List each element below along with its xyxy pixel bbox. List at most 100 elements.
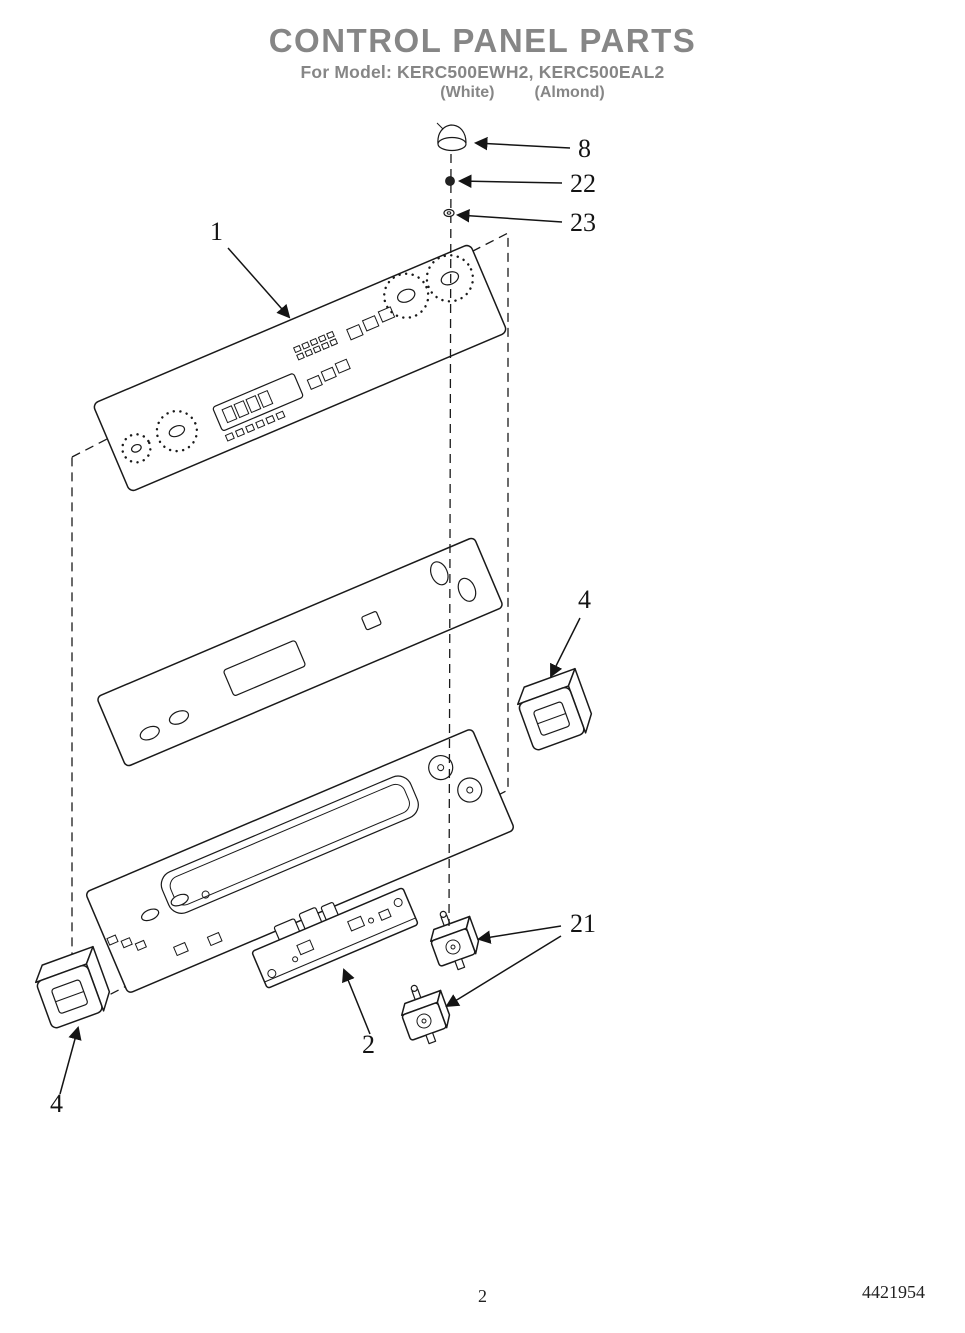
- header: CONTROL PANEL PARTS For Model: KERC500EW…: [0, 22, 965, 102]
- part-4-end-cap-left: [34, 945, 111, 1029]
- board-chip: [378, 908, 392, 921]
- display-digit: [245, 395, 262, 414]
- keypad-button: [224, 432, 235, 442]
- mount-hole: [201, 890, 210, 899]
- part-22-nut: [445, 176, 455, 186]
- switch-face-detail: [450, 944, 456, 950]
- model-line: For Model: KERC500EWH2, KERC500EAL2: [300, 61, 665, 82]
- color-variant-white: (White): [440, 83, 495, 101]
- switch-mount-hole: [428, 755, 454, 781]
- keypad-button: [320, 341, 330, 350]
- keypad-button: [301, 341, 311, 350]
- center-axis-dashed-line: [448, 153, 452, 927]
- dial-hub: [168, 424, 186, 438]
- switch-shaft-tip: [410, 984, 418, 992]
- display-digit: [233, 400, 250, 419]
- washer-ring: [443, 208, 455, 218]
- mount-slot: [170, 893, 189, 907]
- switch-face-detail: [445, 939, 461, 955]
- callout-nut: 22: [570, 169, 596, 198]
- callout-end-cap-left: 4: [50, 1089, 63, 1118]
- board-edge-line: [264, 917, 416, 983]
- keypad-button: [292, 344, 302, 354]
- washer-hole: [446, 211, 452, 215]
- page-number: 2: [478, 1286, 487, 1306]
- part-21-switch-lower: [400, 984, 451, 1045]
- board-hole: [292, 956, 299, 963]
- switch-terminal: [454, 958, 466, 971]
- part-21-switch-upper: [429, 910, 480, 971]
- board-opening-outer: [160, 775, 419, 914]
- keypad-button: [320, 366, 337, 382]
- dial-cutout: [457, 577, 477, 602]
- dial-ring: [121, 433, 152, 464]
- part-4-end-cap-right: [516, 667, 593, 751]
- leader-switch-upper: [476, 925, 562, 944]
- callout-control-panel: 1: [210, 217, 223, 246]
- mount-tab: [120, 937, 133, 949]
- function-button: [346, 323, 364, 341]
- end-cap-slot-line: [537, 713, 566, 725]
- support-panel: [86, 729, 514, 993]
- keypad-button: [275, 410, 286, 421]
- dial-cutout: [429, 561, 449, 586]
- switch-face-detail: [416, 1013, 432, 1029]
- dial-ring: [383, 272, 430, 319]
- keypad-button: [326, 330, 335, 340]
- switch-mount-center: [466, 786, 474, 794]
- callout-washer: 23: [570, 208, 596, 237]
- mount-tab: [206, 931, 223, 947]
- leader-end-cap-left: [59, 1026, 82, 1095]
- leader-switch-lower: [445, 935, 562, 1008]
- board-hole: [368, 917, 375, 924]
- switch-shaft-tip: [439, 910, 447, 918]
- board-chip: [296, 939, 315, 956]
- keypad-button: [317, 334, 327, 343]
- overlay-spacer-panel: [97, 537, 503, 767]
- board-hole: [267, 968, 277, 978]
- keypad-button: [312, 345, 322, 354]
- mount-tab: [134, 939, 147, 952]
- part-23-washer: [443, 208, 455, 218]
- display-cutout: [223, 640, 306, 696]
- keypad-button: [234, 427, 246, 438]
- display-digit: [257, 389, 274, 409]
- callout-control-board: 2: [362, 1030, 375, 1059]
- part-2-control-board: [251, 887, 419, 989]
- callout-end-cap-right: 4: [578, 585, 591, 614]
- mount-slot: [141, 908, 160, 922]
- mount-tab: [172, 941, 189, 957]
- mount-tab: [106, 934, 119, 946]
- function-button: [361, 315, 380, 332]
- switch-terminal: [425, 1032, 437, 1045]
- keypad-button: [245, 423, 256, 434]
- dial-cutout: [168, 710, 190, 725]
- switch-mount-center: [437, 764, 445, 772]
- keypad-button: [309, 337, 319, 347]
- board-chip: [347, 915, 366, 932]
- switch-cutout: [361, 611, 382, 631]
- callout-knob: 8: [578, 134, 591, 163]
- dial-hub: [130, 443, 142, 453]
- knob-pointer: [436, 122, 444, 130]
- keypad-button: [255, 419, 266, 429]
- leader-nut: [457, 174, 563, 188]
- color-variants-line: (White) (Almond): [40, 84, 965, 102]
- board-body: [251, 887, 419, 989]
- document-number: 4421954: [862, 1282, 925, 1302]
- display-digit: [221, 405, 238, 424]
- part-8-knob: [436, 122, 467, 152]
- dial-hub: [440, 271, 460, 286]
- knob-base: [437, 136, 467, 152]
- color-variant-almond: (Almond): [534, 83, 605, 101]
- dial-ring: [425, 254, 475, 303]
- leader-control-board: [342, 968, 371, 1035]
- switch-face-detail: [421, 1018, 427, 1024]
- function-button: [377, 306, 396, 323]
- page-title: CONTROL PANEL PARTS: [268, 22, 697, 59]
- leader-knob: [473, 136, 571, 151]
- end-cap-slot-line: [55, 991, 84, 1003]
- keypad-button: [334, 358, 351, 374]
